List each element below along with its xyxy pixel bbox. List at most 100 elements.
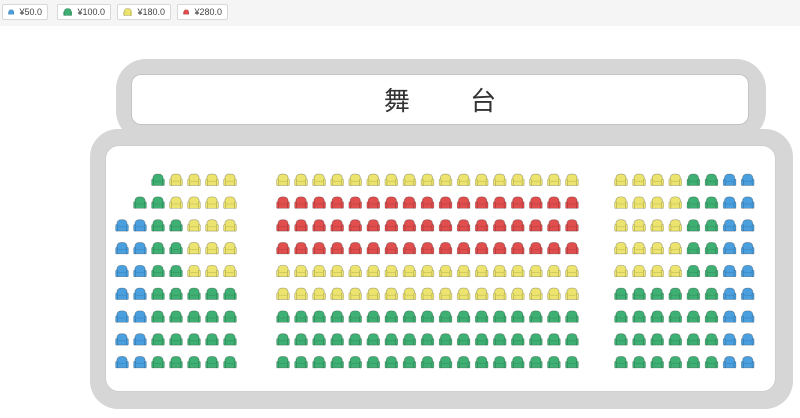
- seat-icon[interactable]: [529, 219, 543, 232]
- seat-icon[interactable]: [276, 310, 290, 323]
- seat-icon[interactable]: [330, 287, 344, 300]
- seat-icon[interactable]: [205, 173, 219, 186]
- seat-icon[interactable]: [348, 356, 362, 369]
- seat-icon[interactable]: [420, 264, 435, 278]
- seat-icon[interactable]: [223, 242, 237, 255]
- seat-icon[interactable]: [312, 173, 326, 186]
- seat-icon[interactable]: [187, 264, 201, 278]
- seat-icon[interactable]: [384, 287, 399, 300]
- seat-icon[interactable]: [384, 310, 399, 323]
- seat-icon[interactable]: [632, 264, 646, 278]
- seat-icon[interactable]: [151, 356, 165, 369]
- seat-icon[interactable]: [668, 173, 682, 186]
- seat-icon[interactable]: [366, 287, 380, 300]
- seat-icon[interactable]: [493, 173, 507, 186]
- seat-icon[interactable]: [668, 196, 682, 209]
- seat-icon[interactable]: [704, 287, 719, 300]
- seat-icon[interactable]: [438, 242, 453, 255]
- seat-icon[interactable]: [529, 196, 543, 209]
- seat-icon[interactable]: [276, 287, 290, 300]
- seat-icon[interactable]: [456, 264, 471, 278]
- seat-icon[interactable]: [741, 333, 755, 346]
- seat-icon[interactable]: [384, 333, 399, 346]
- seat-icon[interactable]: [632, 173, 646, 186]
- seat-icon[interactable]: [741, 219, 755, 232]
- seat-icon[interactable]: [169, 264, 183, 278]
- seat-icon[interactable]: [614, 242, 628, 255]
- seat-icon[interactable]: [187, 219, 201, 232]
- seat-icon[interactable]: [686, 196, 701, 209]
- seat-icon[interactable]: [402, 333, 417, 346]
- seat-icon[interactable]: [632, 242, 646, 255]
- seat-icon[interactable]: [115, 287, 129, 300]
- seat-icon[interactable]: [614, 310, 628, 323]
- seat-icon[interactable]: [312, 219, 326, 232]
- seat-icon[interactable]: [668, 310, 682, 323]
- seat-icon[interactable]: [668, 264, 682, 278]
- seat-icon[interactable]: [722, 310, 737, 323]
- seat-icon[interactable]: [474, 310, 489, 323]
- seat-icon[interactable]: [115, 356, 129, 369]
- seat-icon[interactable]: [133, 264, 147, 278]
- seat-icon[interactable]: [493, 287, 507, 300]
- seat-icon[interactable]: [330, 196, 344, 209]
- seat-icon[interactable]: [614, 356, 628, 369]
- seat-icon[interactable]: [668, 242, 682, 255]
- seat-icon[interactable]: [366, 219, 380, 232]
- seat-icon[interactable]: [133, 219, 147, 232]
- seat-icon[interactable]: [294, 333, 308, 346]
- seat-icon[interactable]: [276, 356, 290, 369]
- seat-icon[interactable]: [511, 264, 525, 278]
- legend-item-price-180[interactable]: ¥180.0: [117, 4, 171, 20]
- seat-icon[interactable]: [205, 333, 219, 346]
- seat-icon[interactable]: [632, 310, 646, 323]
- seat-icon[interactable]: [438, 333, 453, 346]
- seat-icon[interactable]: [493, 242, 507, 255]
- seat-icon[interactable]: [686, 264, 701, 278]
- seat-icon[interactable]: [722, 356, 737, 369]
- seat-icon[interactable]: [474, 173, 489, 186]
- seat-icon[interactable]: [650, 173, 664, 186]
- seat-icon[interactable]: [151, 310, 165, 323]
- seat-icon[interactable]: [133, 196, 147, 209]
- seat-icon[interactable]: [384, 196, 399, 209]
- seat-icon[interactable]: [547, 196, 561, 209]
- seat-icon[interactable]: [565, 196, 579, 209]
- seat-icon[interactable]: [650, 196, 664, 209]
- seat-icon[interactable]: [614, 219, 628, 232]
- seat-icon[interactable]: [614, 196, 628, 209]
- seat-icon[interactable]: [151, 173, 165, 186]
- seat-icon[interactable]: [614, 333, 628, 346]
- seat-icon[interactable]: [565, 173, 579, 186]
- seat-icon[interactable]: [438, 173, 453, 186]
- seat-icon[interactable]: [704, 173, 719, 186]
- seat-icon[interactable]: [511, 310, 525, 323]
- seat-icon[interactable]: [565, 242, 579, 255]
- seat-icon[interactable]: [330, 310, 344, 323]
- seat-icon[interactable]: [456, 173, 471, 186]
- seat-icon[interactable]: [187, 333, 201, 346]
- seat-icon[interactable]: [402, 219, 417, 232]
- seat-icon[interactable]: [384, 219, 399, 232]
- seat-icon[interactable]: [686, 356, 701, 369]
- seat-icon[interactable]: [348, 310, 362, 323]
- seat-icon[interactable]: [529, 173, 543, 186]
- seat-icon[interactable]: [565, 310, 579, 323]
- seat-icon[interactable]: [294, 264, 308, 278]
- seat-icon[interactable]: [384, 264, 399, 278]
- seat-icon[interactable]: [474, 264, 489, 278]
- seat-icon[interactable]: [686, 333, 701, 346]
- seat-icon[interactable]: [330, 173, 344, 186]
- seat-icon[interactable]: [348, 242, 362, 255]
- seat-icon[interactable]: [169, 287, 183, 300]
- seat-icon[interactable]: [614, 173, 628, 186]
- seat-icon[interactable]: [330, 264, 344, 278]
- seat-icon[interactable]: [276, 333, 290, 346]
- seat-icon[interactable]: [223, 264, 237, 278]
- seat-icon[interactable]: [529, 310, 543, 323]
- seat-icon[interactable]: [151, 287, 165, 300]
- seat-icon[interactable]: [276, 242, 290, 255]
- seat-icon[interactable]: [348, 196, 362, 209]
- seat-icon[interactable]: [115, 310, 129, 323]
- seat-icon[interactable]: [632, 356, 646, 369]
